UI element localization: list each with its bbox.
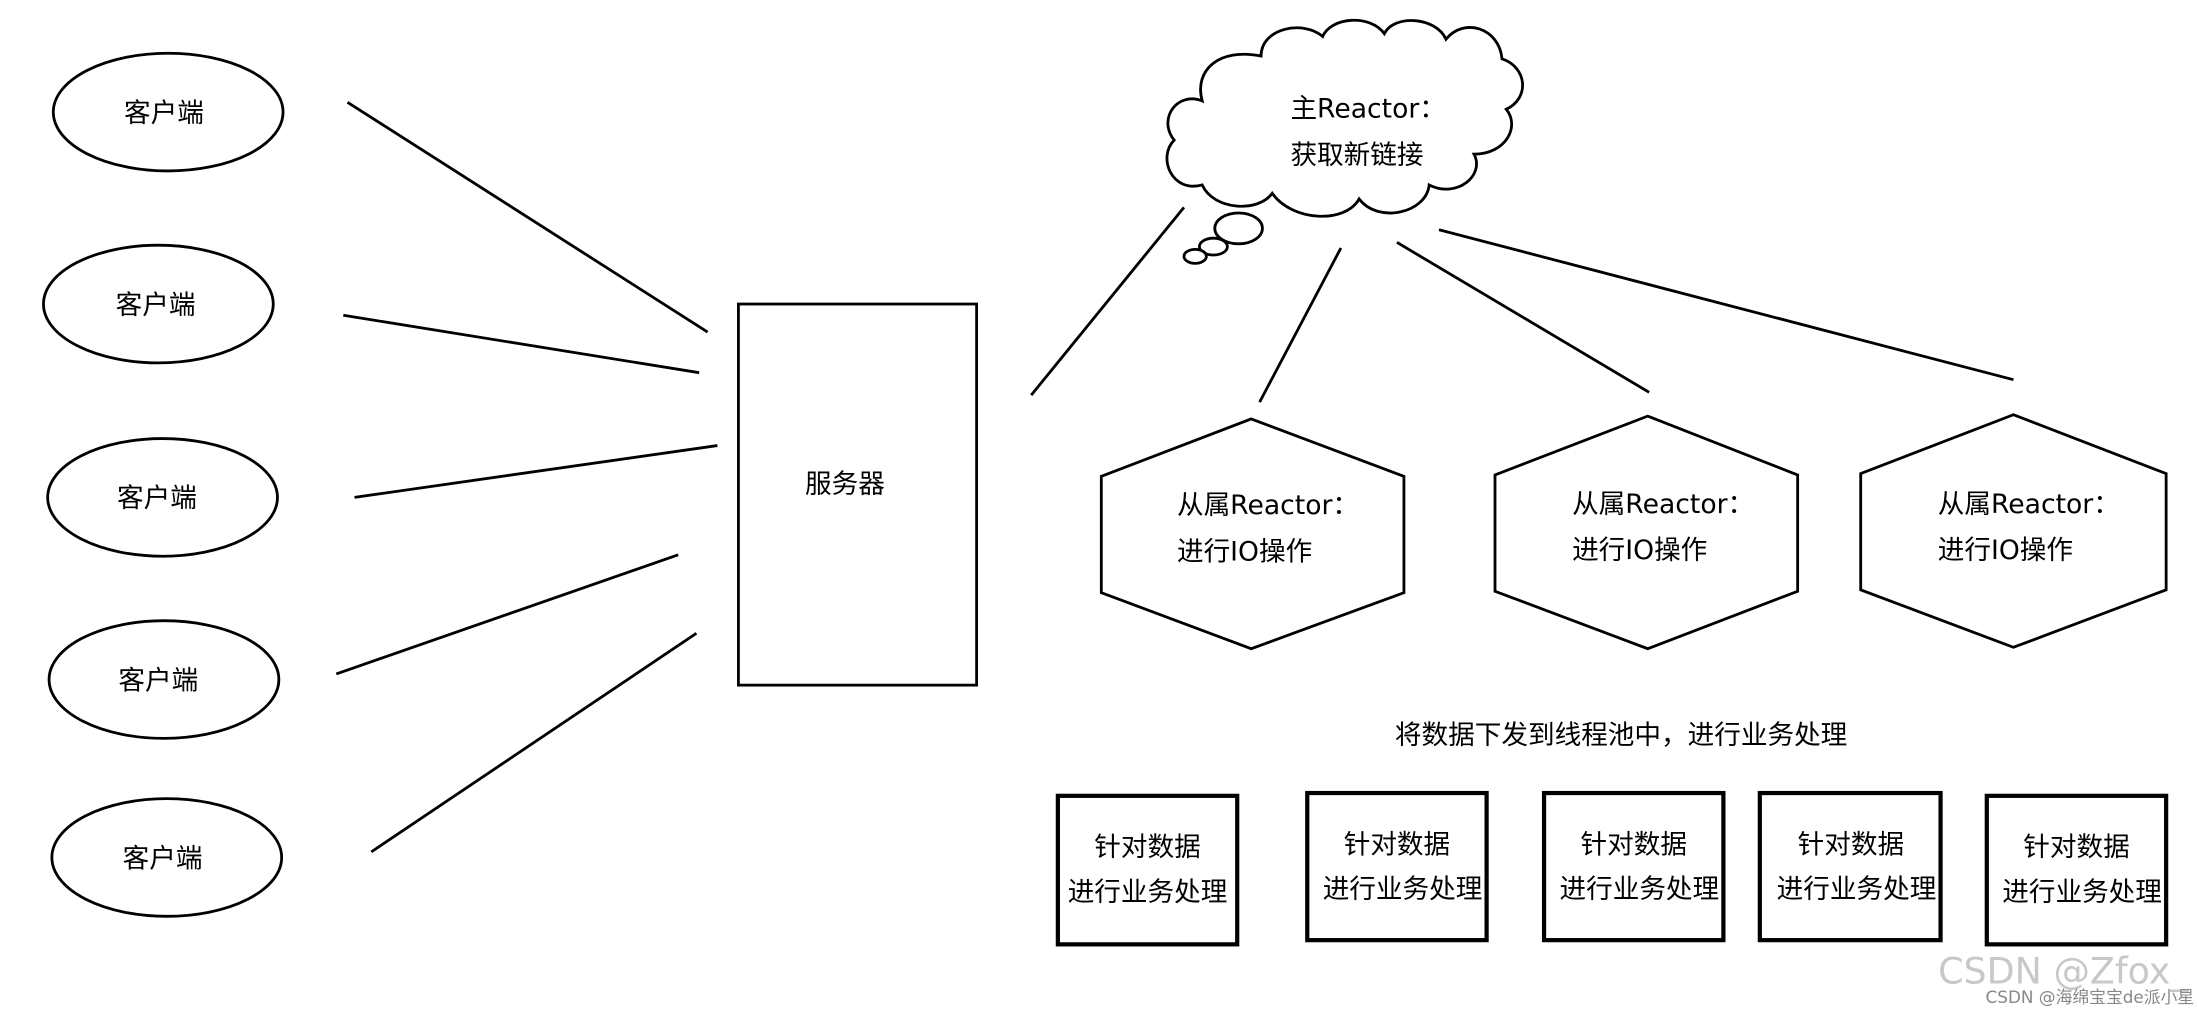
client-node: 客户端 (46, 437, 279, 558)
connection-line (343, 313, 700, 375)
client-node: 客户端 (51, 51, 285, 173)
worker-line2: 进行业务处理 (1323, 874, 1483, 905)
connection-line (335, 553, 679, 676)
reactor-connections (1258, 228, 2014, 403)
sub-reactor-desc: 进行IO操作 (1177, 536, 1312, 567)
sub-reactor-desc: 进行IO操作 (1938, 535, 2073, 566)
worker-line1: 针对数据 (2023, 832, 2129, 863)
worker-node: 针对数据 进行业务处理 (1757, 790, 1943, 943)
client-label: 客户端 (118, 665, 198, 696)
worker-node: 针对数据 进行业务处理 (1055, 793, 1240, 947)
connection-line (346, 101, 709, 334)
sub-reactor-desc: 进行IO操作 (1572, 535, 1707, 566)
worker-line1: 针对数据 (1094, 832, 1200, 863)
sub-reactor-title: 从属Reactor： (1177, 490, 1359, 521)
worker-line1: 针对数据 (1798, 829, 1904, 860)
server-label: 服务器 (805, 469, 885, 500)
thought-bubble (1213, 211, 1264, 246)
thought-bubble (1197, 236, 1229, 257)
connection-line (1258, 247, 1343, 403)
worker-line2: 进行业务处理 (1068, 877, 1228, 908)
worker-line2: 进行业务处理 (1777, 874, 1937, 905)
worker-line2: 进行业务处理 (1559, 874, 1719, 905)
sub-reactor-node: 从属Reactor： 进行IO操作 (1099, 417, 1406, 651)
connection-line (370, 632, 698, 854)
client-label: 客户端 (123, 843, 203, 874)
thread-pool-caption: 将数据下发到线程池中，进行业务处理 (1395, 720, 1847, 751)
server-node: 服务器 (737, 302, 979, 687)
thought-bubble (1182, 247, 1208, 265)
sub-reactor-node: 从属Reactor： 进行IO操作 (1493, 414, 1800, 651)
worker-line1: 针对数据 (1344, 829, 1450, 860)
connection-line (1396, 241, 1650, 394)
worker-line2: 进行业务处理 (2002, 877, 2162, 908)
sub-reactor-title: 从属Reactor： (1572, 489, 1754, 520)
server-to-main-reactor-line (1030, 206, 1186, 396)
connection-line (354, 444, 718, 499)
main-reactor-title: 主Reactor： (1290, 94, 1445, 125)
watermark-main: CSDN @Zfox_ (1938, 950, 2189, 993)
client-node: 客户端 (42, 243, 275, 365)
client-connections (335, 101, 718, 854)
client-node: 客户端 (50, 797, 284, 918)
main-reactor-desc: 获取新链接 (1290, 140, 1423, 171)
client-node: 客户端 (47, 619, 281, 740)
watermark-sub: CSDN @海绵宝宝de派小星 (1986, 987, 2195, 1007)
client-label: 客户端 (116, 290, 196, 321)
main-reactor-cloud: 主Reactor： 获取新链接 (1165, 18, 1524, 265)
worker-node: 针对数据 进行业务处理 (1305, 790, 1489, 943)
client-label: 客户端 (117, 483, 197, 514)
sub-reactor-title: 从属Reactor： (1938, 489, 2120, 520)
client-label: 客户端 (124, 98, 204, 129)
connection-line (1438, 228, 2014, 382)
sub-reactor-node: 从属Reactor： 进行IO操作 (1859, 413, 2168, 649)
worker-node: 针对数据 进行业务处理 (1541, 790, 1726, 943)
worker-line1: 针对数据 (1580, 829, 1686, 860)
worker-node: 针对数据 进行业务处理 (1984, 793, 2169, 947)
